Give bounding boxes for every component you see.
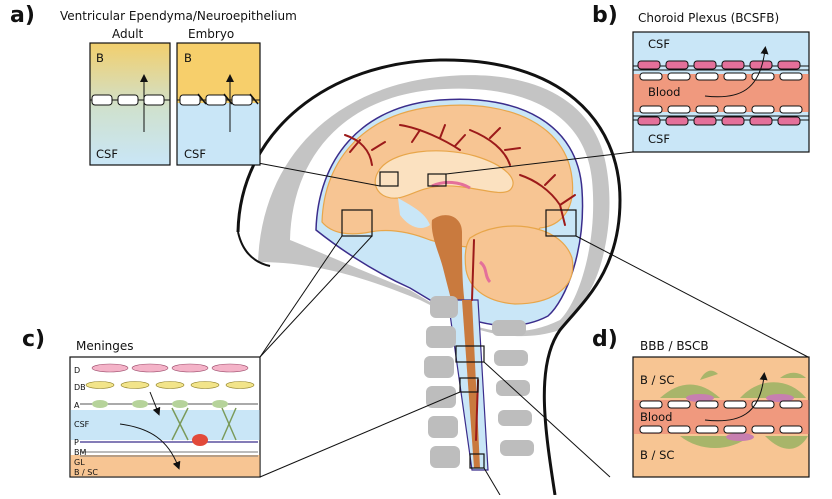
bbb-endothelium — [639, 400, 803, 434]
layer-label-4: P — [74, 438, 79, 447]
dural-border-layer — [85, 381, 255, 389]
head-illustration — [236, 58, 809, 496]
dura-layer — [91, 363, 249, 373]
head-outline — [236, 58, 622, 496]
panel-c-letter: c) — [22, 327, 45, 352]
panel-d-title: BBB / BSCB — [640, 339, 709, 353]
layer-label-5: BM — [74, 448, 86, 457]
zoom-boxes — [341, 171, 577, 469]
choroid-plexus-tissue — [431, 180, 471, 190]
pericytes — [686, 394, 794, 441]
panel-a-letter: a) — [10, 3, 35, 28]
leader-lines — [257, 151, 809, 496]
panel-a-title: Ventricular Ependyma/Neuroepithelium — [60, 9, 297, 23]
adult-csf-label: CSF — [96, 147, 118, 161]
panel-b: b) Choroid Plexus (BCSFB) — [592, 3, 810, 153]
panel-b-letter: b) — [592, 3, 618, 28]
panel-d-top-label: B / SC — [640, 373, 674, 387]
panel-a: a) Ventricular Ependyma/Neuroepithelium … — [10, 3, 297, 166]
choroid-epithelium-top — [633, 60, 809, 81]
embryo-neuroepithelium-box: B CSF — [176, 42, 261, 166]
arachnoid-layer — [80, 400, 258, 441]
embryo-label: Embryo — [188, 27, 234, 41]
embryo-b-label: B — [184, 51, 192, 65]
layer-label-0: D — [74, 366, 80, 375]
forehead-line — [237, 231, 271, 267]
layer-label-3: CSF — [74, 420, 90, 429]
layer-label-6: GL — [74, 458, 85, 467]
vertebrae — [424, 296, 534, 468]
layer-label-1: DB — [74, 383, 86, 392]
panel-b-csf-bottom: CSF — [648, 132, 670, 146]
layer-label-2: A — [74, 401, 80, 410]
panel-b-title: Choroid Plexus (BCSFB) — [638, 11, 779, 25]
panel-d-blood: Blood — [640, 410, 672, 424]
embryo-csf-label: CSF — [184, 147, 206, 161]
adult-ependyma-box: B CSF — [89, 42, 171, 166]
third-ventricle — [398, 198, 430, 229]
choroid-plexus-4th — [478, 260, 492, 284]
panel-d-bottom-label: B / SC — [640, 448, 674, 462]
panel-c: c) Meninges — [22, 327, 261, 478]
pia-layer — [80, 434, 258, 446]
adult-b-label: B — [96, 51, 104, 65]
panel-d-letter: d) — [592, 327, 618, 352]
panel-b-blood: Blood — [648, 85, 680, 99]
panel-c-title: Meninges — [76, 339, 134, 353]
cerebellum — [464, 225, 574, 305]
adult-label: Adult — [112, 27, 144, 41]
choroid-epithelium-bottom — [633, 105, 809, 126]
panel-b-csf-top: CSF — [648, 37, 670, 51]
panel-d: d) BBB / BSCB — [592, 327, 810, 478]
layer-label-7: B / SC — [74, 468, 98, 477]
